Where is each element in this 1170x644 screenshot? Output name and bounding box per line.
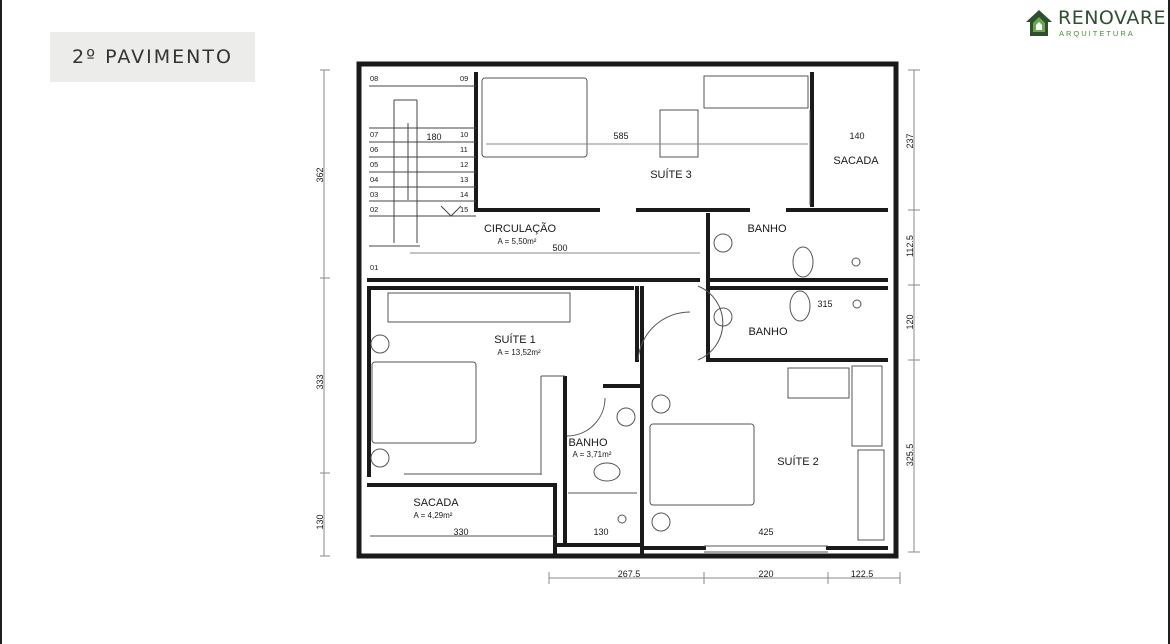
- dimension-label-left: 333: [315, 374, 325, 389]
- room-area: A = 13,52m²: [497, 348, 541, 357]
- dimension-label-right: 237: [905, 133, 915, 148]
- frame-line-left: [0, 0, 2, 644]
- stair-lines: [369, 85, 476, 247]
- furniture-lines: [371, 75, 885, 541]
- stair-step-label: 02: [370, 205, 378, 214]
- room-name: BANHO: [747, 223, 787, 235]
- dimension-label-interior: 585: [613, 131, 628, 141]
- room-name: SACADA: [833, 155, 879, 167]
- dimension-label-interior: 425: [758, 527, 773, 537]
- room-labels: SUÍTE 3 SACADA CIRCULAÇÃO A = 5,50m² BAN…: [413, 155, 879, 520]
- stair-step-label: 10: [460, 130, 468, 139]
- stair-step-label: 03: [370, 190, 378, 199]
- room-name: CIRCULAÇÃO: [484, 222, 557, 235]
- floor-title: 2º PAVIMENTO: [72, 46, 233, 68]
- dimension-label-interior: 315: [817, 299, 832, 309]
- dimension-label-interior: 180: [426, 132, 441, 142]
- brand-tagline: ARQUITETURA: [1059, 29, 1135, 38]
- brand-logo: RENOVARE ARQUITETURA: [1024, 6, 1167, 40]
- stair-step-label: 13: [460, 175, 468, 184]
- frame-line-right: [1168, 0, 1170, 644]
- dimension-label-interior: 130: [593, 527, 608, 537]
- dimension-label-left: 130: [315, 514, 325, 529]
- floor-title-box: 2º PAVIMENTO: [50, 32, 255, 82]
- dimension-label-bottom: 220: [758, 569, 773, 579]
- dimension-label-interior: 140: [849, 131, 864, 141]
- room-name: SUÍTE 2: [777, 455, 819, 468]
- dimension-label-right: 325.5: [905, 444, 915, 467]
- brand-name: RENOVARE: [1058, 7, 1167, 29]
- room-name: SUÍTE 3: [650, 168, 692, 181]
- room-name: SUÍTE 1: [494, 333, 536, 346]
- stair-step-label: 06: [370, 145, 378, 154]
- dimension-label-interior: 500: [552, 243, 567, 253]
- stair-step-label: 11: [460, 145, 468, 154]
- house-logo-icon: [1026, 10, 1052, 36]
- room-area: A = 4,29m²: [414, 511, 453, 520]
- room-area: A = 3,71m²: [573, 450, 612, 459]
- room-name: BANHO: [748, 326, 788, 338]
- room-name: BANHO: [568, 437, 608, 449]
- dimension-label-right: 120: [905, 314, 915, 329]
- dimension-label-bottom: 267.5: [618, 569, 641, 579]
- dimension-label-interior: 330: [453, 527, 468, 537]
- stair-step-label: 04: [370, 175, 378, 184]
- stair-step-labels: 08 07 06 05 04 03 02 01 09 10 11 12 13 1…: [370, 74, 468, 272]
- bathroom-fixtures: [370, 233, 862, 532]
- dimension-labels: 362 333 130 237 112.5 120 325.5 267.5 22…: [315, 131, 915, 579]
- stair-step-label: 05: [370, 160, 378, 169]
- dimension-lines: [320, 69, 920, 584]
- stair-step-label: 01: [370, 263, 378, 272]
- room-name: SACADA: [413, 497, 459, 509]
- dimension-label-right: 112.5: [905, 235, 915, 257]
- room-area: A = 5,50m²: [498, 237, 537, 246]
- wall-lines: [356, 61, 899, 559]
- stair-step-label: 14: [460, 190, 468, 199]
- stair-step-label: 12: [460, 160, 468, 169]
- stair-step-label: 09: [460, 74, 468, 83]
- dimension-label-left: 362: [315, 167, 325, 182]
- thin-lines: [370, 110, 828, 553]
- dimension-label-bottom: 122.5: [851, 569, 874, 579]
- stair-step-label: 07: [370, 130, 378, 139]
- stair-step-label: 15: [460, 205, 468, 214]
- stair-step-label: 08: [370, 74, 378, 83]
